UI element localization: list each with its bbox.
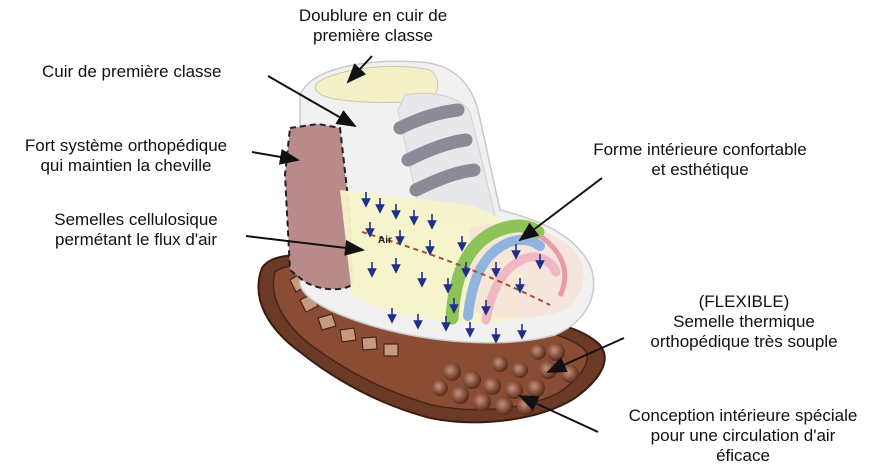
label-air-circulation: Conception intérieure spéciale pour une … bbox=[598, 406, 888, 466]
label-interior-shape: Forme intérieure confortable et esthétiq… bbox=[562, 140, 838, 180]
label-insole: Semelles cellulosique permétant le flux … bbox=[30, 210, 242, 250]
label-ankle-support: Fort système orthopédique qui maintien l… bbox=[8, 136, 244, 176]
label-thermal-sole: (FLEXIBLE) Semelle thermique orthopédiqu… bbox=[616, 292, 872, 352]
air-tag: Air bbox=[378, 235, 392, 246]
label-leather: Cuir de première classe bbox=[42, 62, 222, 82]
label-lining: Doublure en cuir de première classe bbox=[272, 6, 474, 46]
arrow-shape bbox=[520, 178, 602, 240]
